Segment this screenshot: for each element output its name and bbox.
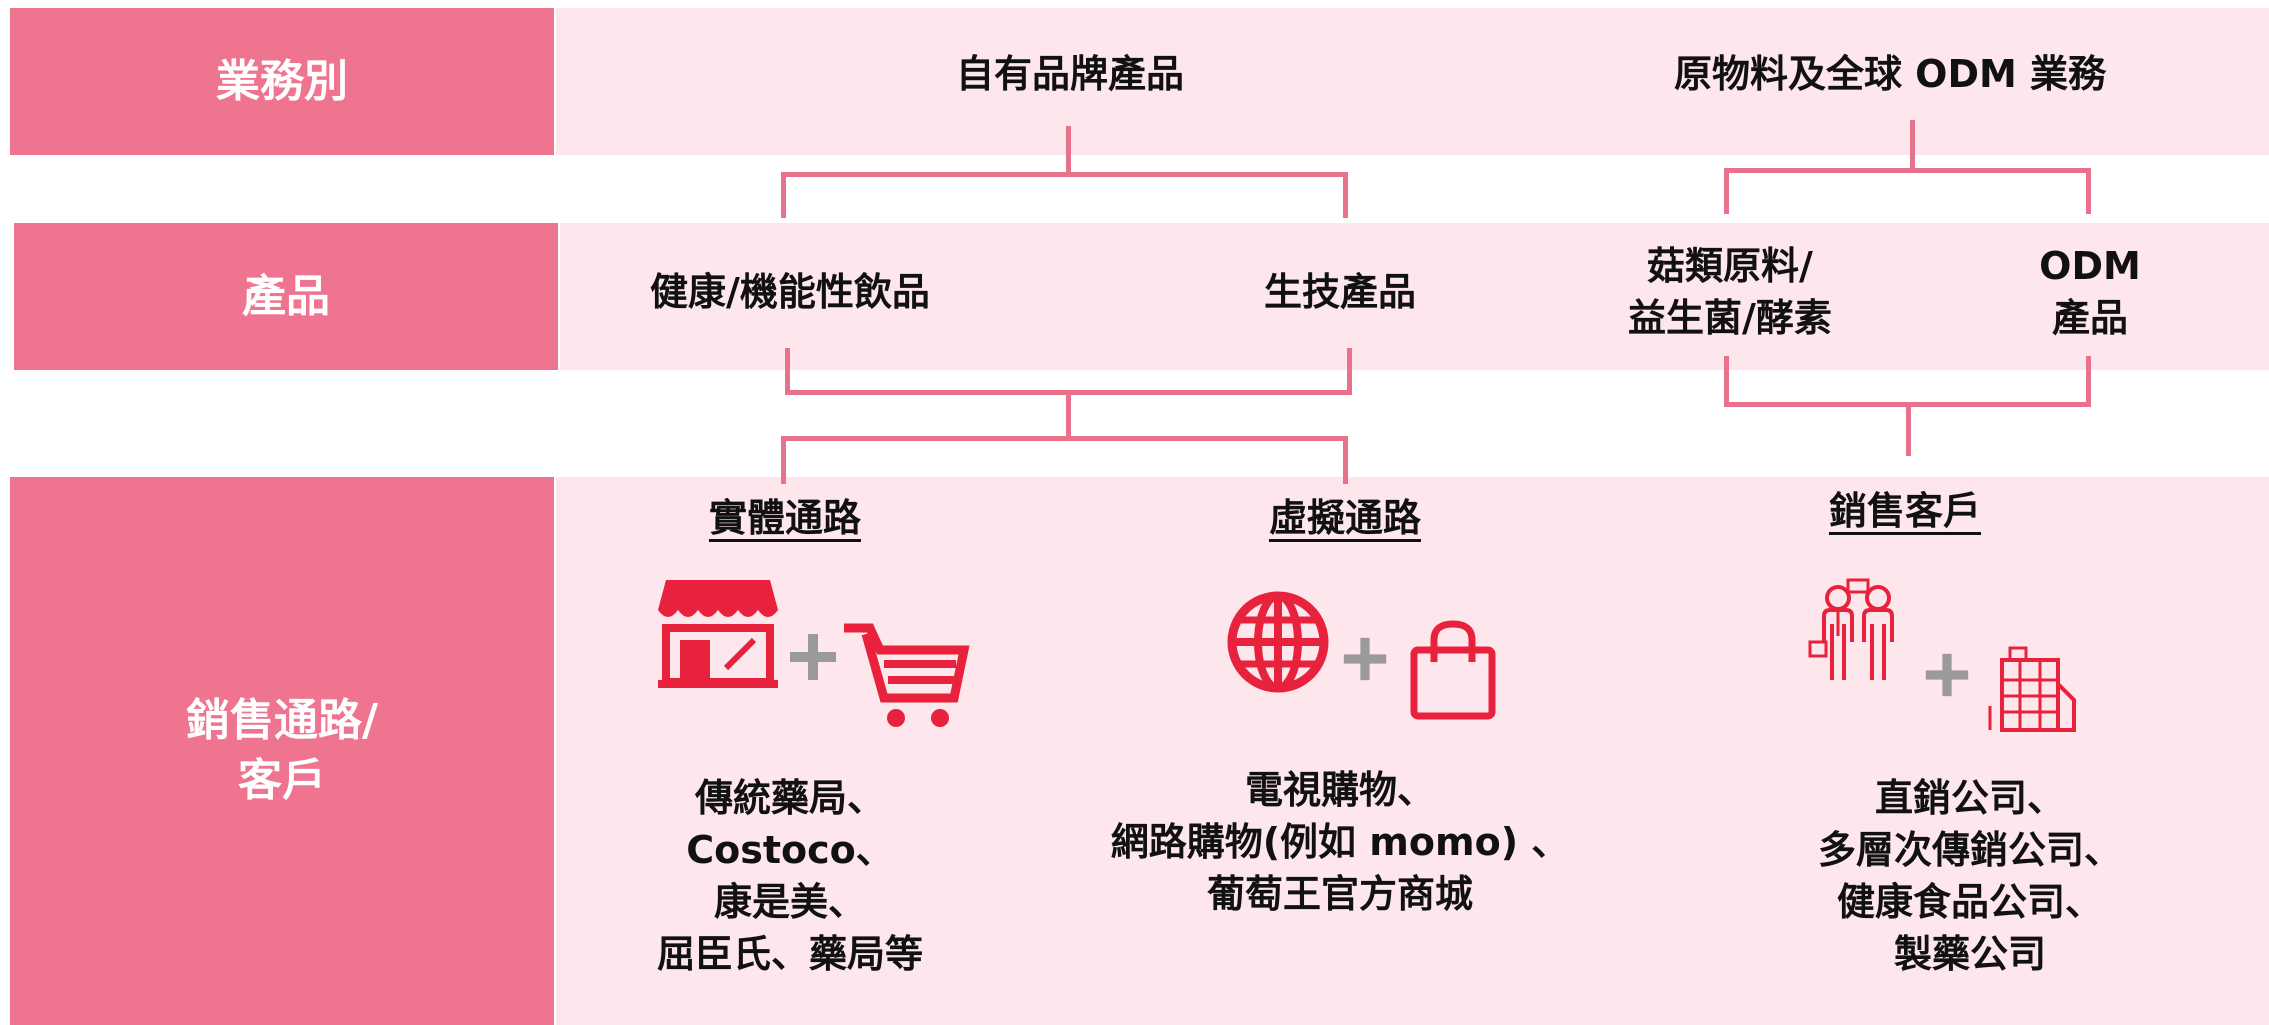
connector-products-right-rise [1347,348,1352,393]
channel-clients-title: 銷售客戶 [1828,489,1981,533]
product-raw-materials-line1: 菇類原料/ [1647,244,1813,288]
shopping-bag-icon [1410,620,1496,720]
channel-physical-title: 實體通路 [708,496,861,540]
channel-virtual-title: 虛擬通路 [1268,496,1421,540]
connector-own-brand-stem [1066,126,1071,172]
connector-products-left-rise [785,348,790,393]
shopping-cart-icon [844,623,970,727]
list-item: 健康食品公司、 [1836,880,2103,924]
list-item: 直銷公司、 [1874,776,2065,820]
product-odm-line1: ODM [2039,244,2141,288]
product-raw-materials-line2: 益生菌/酵素 [1628,296,1832,340]
list-item: 多層次傳銷公司、 [1817,828,2122,872]
connector-raw-rise [1724,356,1729,406]
connector-own-brand-right-drop [1343,172,1348,218]
channel-clients-list: 直銷公司、 多層次傳銷公司、 健康食品公司、 製藥公司 [1760,772,2180,980]
product-biotech: 生技產品 [1263,270,1416,314]
row-label-channels-line1: 銷售通路/ [185,695,379,746]
storefront-icon [658,580,778,688]
plus-icon [1343,637,1387,681]
list-item: Costoco、 [686,828,894,872]
product-raw-materials: 菇類原料/ 益生菌/酵素 [1580,240,1880,344]
connector-odm-left-drop [1724,168,1729,214]
channel-virtual-list: 電視購物、 網路購物(例如 momo) 、 葡萄王官方商城 [1100,764,1580,920]
connector-clients-stem [1906,404,1911,456]
connector-odm-bar [1724,168,2091,173]
globe-icon [1227,591,1329,693]
plus-icon [790,634,836,680]
row-label-channels: 銷售通路/ 客戶 [10,477,554,1025]
office-building-icon [1988,646,2076,732]
business-odm: 原物料及全球 ODM 業務 [1673,52,2107,96]
row-label-products-text: 產品 [242,270,330,322]
product-health-drinks: 健康/機能性飲品 [650,270,930,314]
connector-products-stem [1066,392,1071,438]
connector-channels-left-drop [781,436,786,484]
row-label-business-text: 業務別 [216,55,348,107]
list-item: 製藥公司 [1893,932,2046,976]
list-item: 網路購物(例如 momo) 、 [1110,820,1570,864]
row-label-products: 產品 [14,223,558,370]
connector-odm-product-rise [2086,356,2091,406]
band-business [556,8,2269,155]
list-item: 電視購物、 [1244,768,1435,812]
connector-odm-stem [1910,120,1915,168]
row-label-channels-line2: 客戶 [237,755,326,806]
list-item: 康是美、 [713,880,866,924]
row-label-business: 業務別 [10,8,554,155]
band-products [560,223,2269,370]
connector-channels-bar [781,436,1348,441]
product-odm: ODM 產品 [2000,240,2180,344]
list-item: 屈臣氏、藥局等 [656,932,923,976]
product-odm-line2: 產品 [2051,296,2128,340]
business-people-icon [1808,578,1894,680]
connector-own-brand-bar [781,172,1348,177]
connector-own-brand-left-drop [781,172,786,218]
channel-physical-list: 傳統藥局、 Costoco、 康是美、 屈臣氏、藥局等 [590,772,990,980]
band-channels [556,477,2269,1025]
business-own-brand: 自有品牌產品 [955,52,1184,96]
connector-odm-right-drop [2086,168,2091,214]
plus-icon [1925,653,1969,697]
list-item: 葡萄王官方商城 [1206,872,1473,916]
list-item: 傳統藥局、 [694,776,885,820]
connector-channels-right-drop [1343,436,1348,484]
